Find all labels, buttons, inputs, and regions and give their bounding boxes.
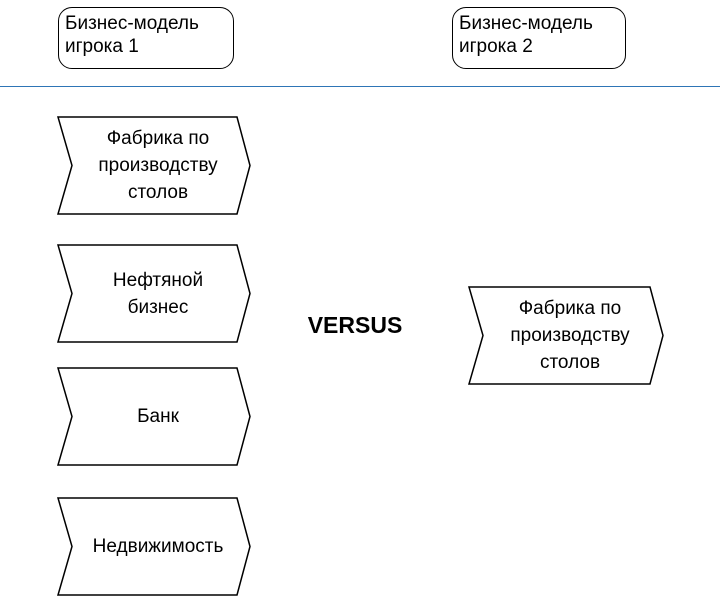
player1-model-bank: Банк bbox=[57, 367, 251, 466]
player1-model-oil-business: Нефтяной бизнес bbox=[57, 244, 251, 343]
player1-model-real-estate: Недвижимость bbox=[57, 497, 251, 596]
player1-header: Бизнес-модель игрока 1 bbox=[58, 7, 234, 69]
header-divider bbox=[0, 86, 720, 87]
player2-header: Бизнес-модель игрока 2 bbox=[452, 7, 626, 69]
chevron-shape bbox=[57, 367, 251, 466]
model-label: Нефтяной бизнес bbox=[112, 269, 204, 318]
chevron-shape bbox=[57, 244, 251, 343]
chevron-shape bbox=[57, 497, 251, 596]
chevron-shape bbox=[57, 116, 251, 215]
player2-model-table-factory: Фабрика по производству столов bbox=[468, 286, 664, 385]
versus-label: VERSUS bbox=[307, 312, 403, 338]
model-label: Фабрика по производству столов bbox=[98, 128, 218, 203]
chevron-shape bbox=[468, 286, 664, 385]
model-label: Недвижимость bbox=[92, 536, 224, 557]
player1-model-table-factory: Фабрика по производству столов bbox=[57, 116, 251, 215]
model-label: Банк bbox=[137, 406, 179, 427]
model-label: Фабрика по производству столов bbox=[510, 298, 630, 373]
